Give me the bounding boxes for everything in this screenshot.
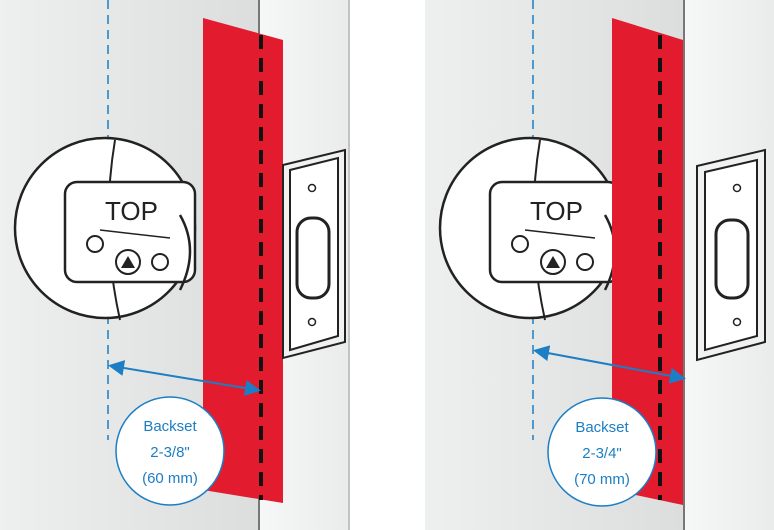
escutcheon: TOP	[13, 136, 197, 321]
top-label: TOP	[530, 196, 583, 226]
backset-callout: Backset 2-3/4" (70 mm)	[547, 397, 657, 507]
left-panel: TOP Backset 2-3/8" (60 mm)	[0, 0, 350, 530]
callout-title: Backset	[575, 419, 629, 436]
callout-title: Backset	[143, 418, 197, 435]
callout-metric: (60 mm)	[142, 470, 198, 487]
latch-faceplate	[696, 148, 766, 362]
backset-callout: Backset 2-3/8" (60 mm)	[115, 396, 225, 506]
right-panel: TOP Backset 2-3/4" (70 mm)	[425, 0, 774, 530]
backset-arrow	[533, 345, 686, 384]
callout-metric: (70 mm)	[574, 471, 630, 488]
escutcheon: TOP	[438, 136, 622, 321]
callout-imperial: 2-3/8"	[150, 444, 190, 461]
callout-imperial: 2-3/4"	[582, 445, 622, 462]
backset-arrow	[108, 360, 261, 396]
latch-faceplate	[282, 148, 346, 360]
top-label: TOP	[105, 196, 158, 226]
